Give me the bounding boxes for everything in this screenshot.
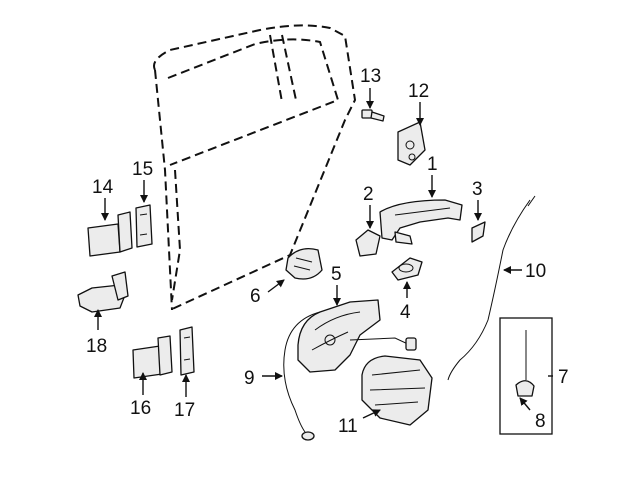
latch-assembly-part-5: [297, 299, 417, 373]
callout-14: 14: [92, 177, 114, 198]
check-strap-part-18: [77, 271, 129, 313]
callout-11: 11: [338, 416, 358, 437]
callout-13: 13: [360, 66, 381, 87]
bracket-part-12: [397, 121, 426, 166]
callout-2: 2: [363, 184, 374, 205]
clip-part-3: [471, 221, 486, 243]
handle-cap-part-2: [355, 229, 381, 257]
callout-12: 12: [408, 81, 429, 102]
callout-9: 9: [244, 368, 255, 389]
cable-part-9: [283, 311, 321, 441]
handle-part-1: [379, 199, 463, 245]
callout-18: 18: [86, 336, 107, 357]
callout-15: 15: [132, 159, 153, 180]
callout-6: 6: [250, 286, 261, 307]
callout-4: 4: [400, 302, 411, 323]
actuator-part-11: [361, 355, 433, 426]
callout-labels: 1 2 3 4 5 6 7 8 9 10 11 12 13 14 15 16 1…: [86, 66, 569, 437]
callout-17: 17: [174, 400, 195, 421]
hinge-plate-part-15: [135, 204, 153, 248]
lower-plate-part-17: [179, 326, 195, 376]
callout-5: 5: [331, 264, 342, 285]
hinge-part-14: [87, 211, 133, 257]
lock-cylinder-part-6: [285, 247, 323, 280]
callout-16: 16: [130, 398, 151, 419]
callout-8: 8: [535, 411, 546, 432]
bolt-part-13: [361, 109, 385, 122]
callout-7: 7: [558, 367, 569, 388]
leader-lines: [94, 88, 553, 419]
lower-hinge-part-16: [132, 335, 173, 379]
door-outline: [153, 24, 357, 311]
rod-part-10: [447, 195, 536, 381]
callout-3: 3: [472, 179, 483, 200]
callout-10: 10: [525, 261, 546, 282]
callout-1: 1: [427, 154, 438, 175]
gasket-part-4: [391, 257, 423, 281]
